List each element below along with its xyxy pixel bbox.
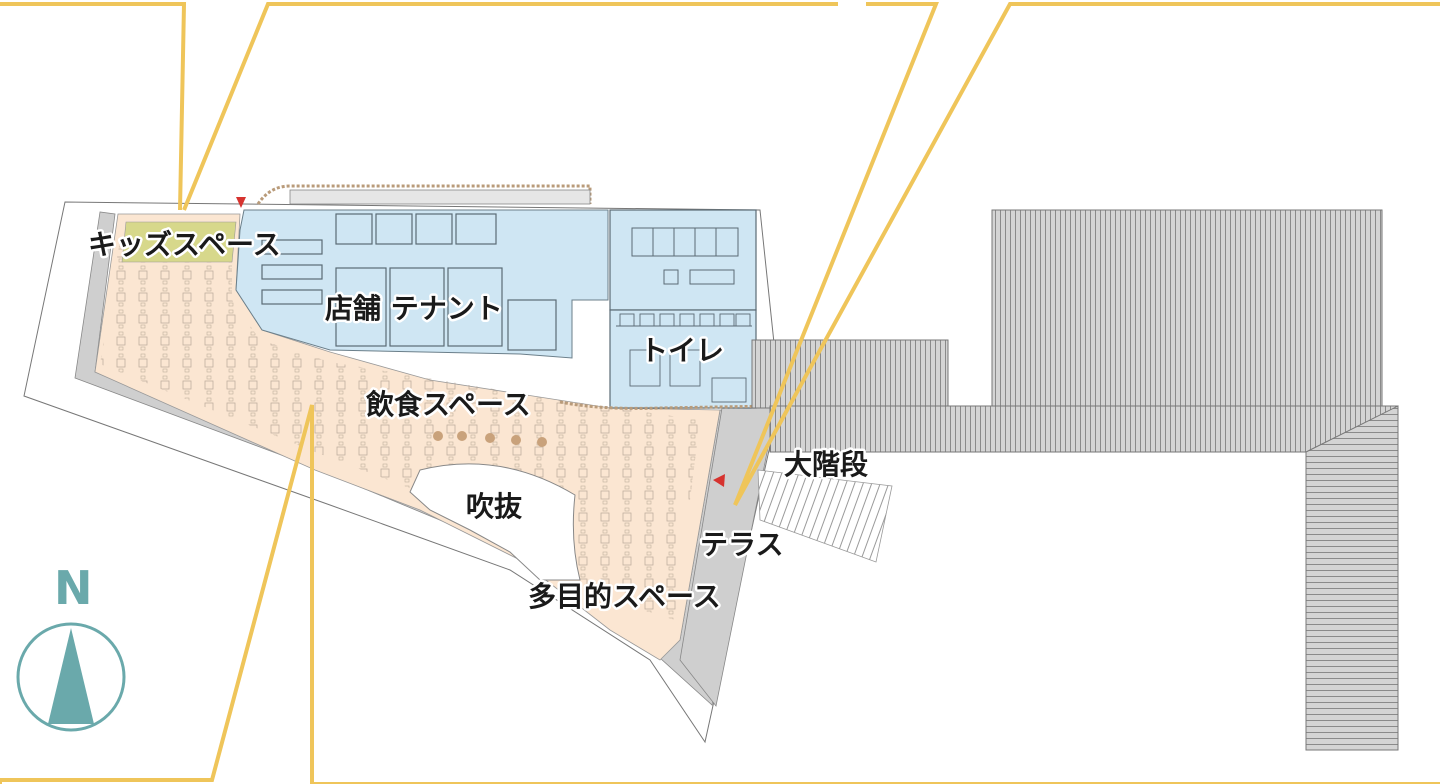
dining-dots	[433, 431, 547, 447]
label-dining: 飲食スペース	[366, 388, 531, 421]
east-building-small	[751, 339, 949, 409]
dining-edge	[559, 400, 776, 410]
grand-stairs-steps	[757, 469, 893, 563]
east-building-large	[991, 209, 1383, 409]
north-facade	[256, 184, 592, 205]
label-toilet: トイレ	[640, 334, 724, 367]
label-multipurpose: 多目的スペース	[528, 580, 721, 613]
shop-tenant-area	[235, 209, 609, 359]
service-fixtures	[631, 227, 739, 285]
entrance-marker-east	[713, 474, 725, 487]
kids-space-area	[121, 221, 237, 263]
label-atrium: 吹抜	[466, 490, 523, 523]
east-walkway	[769, 405, 1399, 453]
toilet-stalls	[616, 313, 752, 403]
north-compass: N	[16, 561, 126, 732]
north-corridor	[289, 189, 591, 205]
label-grand-stairs: 大階段	[784, 448, 868, 481]
label-kids-space: キッズスペース	[88, 228, 281, 261]
label-shops: 店舗 テナント	[325, 292, 503, 325]
north-arrow-icon	[48, 628, 94, 724]
service-block	[609, 209, 757, 311]
south-walkway	[1305, 405, 1399, 751]
shop-units	[261, 213, 557, 351]
label-terrace: テラス	[700, 528, 783, 561]
atrium-void	[409, 463, 581, 581]
entrance-marker-north	[236, 197, 246, 208]
north-letter: N	[54, 561, 93, 615]
